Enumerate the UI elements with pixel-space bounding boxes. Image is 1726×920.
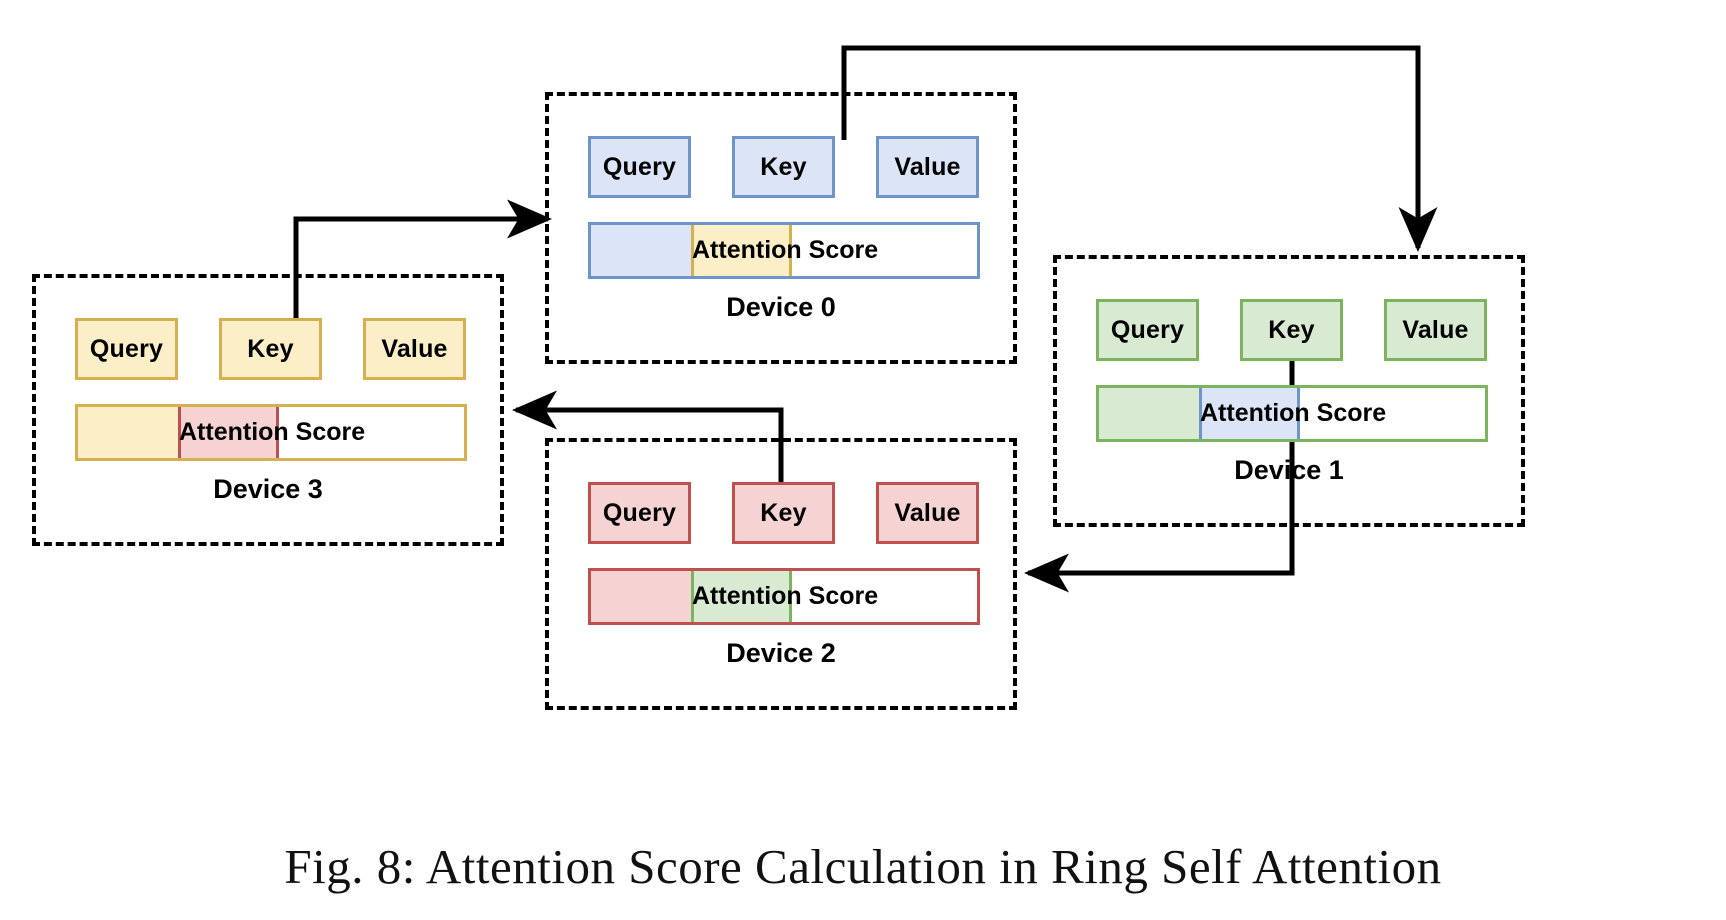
device3-label: Device 3 <box>213 474 323 504</box>
device1-query-box[interactable]: Query <box>1096 299 1199 361</box>
device3-attention-bar[interactable]: Attention Score <box>75 404 467 461</box>
device2-label: Device 2 <box>726 638 836 668</box>
device3-attention-segment-own <box>78 407 179 458</box>
device1-qkv-row: Query Key Value <box>1096 299 1488 361</box>
device0-qkv-row: Query Key Value <box>588 136 980 198</box>
device-panel-device1[interactable]: Query Key Value Attention Score Device 1 <box>1053 255 1525 527</box>
device2-value-box[interactable]: Value <box>876 482 979 544</box>
device-panel-device2[interactable]: Query Key Value Attention Score Device 2 <box>545 438 1017 710</box>
device3-attention-segment-incoming <box>178 407 279 458</box>
device1-attention-segment-incoming <box>1199 388 1300 439</box>
device2-attention-segment-empty <box>791 571 977 622</box>
device3-value-box[interactable]: Value <box>363 318 466 380</box>
device2-attention-segment-own <box>591 571 692 622</box>
device0-key-box[interactable]: Key <box>732 136 835 198</box>
device1-attention-bar[interactable]: Attention Score <box>1096 385 1488 442</box>
device1-attention-segment-empty <box>1299 388 1485 439</box>
device0-attention-segment-own <box>591 225 692 276</box>
device1-key-box[interactable]: Key <box>1240 299 1343 361</box>
device-panel-device3[interactable]: Query Key Value Attention Score Device 3 <box>32 274 504 546</box>
figure-caption: Fig. 8: Attention Score Calculation in R… <box>284 839 1442 894</box>
device3-query-box[interactable]: Query <box>75 318 178 380</box>
device2-qkv-row: Query Key Value <box>588 482 980 544</box>
device0-query-box[interactable]: Query <box>588 136 691 198</box>
device2-key-box[interactable]: Key <box>732 482 835 544</box>
device3-key-box[interactable]: Key <box>219 318 322 380</box>
device2-attention-bar[interactable]: Attention Score <box>588 568 980 625</box>
device1-value-box[interactable]: Value <box>1384 299 1487 361</box>
device0-attention-segment-incoming <box>691 225 792 276</box>
device0-label: Device 0 <box>726 292 836 322</box>
device2-query-box[interactable]: Query <box>588 482 691 544</box>
device3-attention-segment-empty <box>278 407 464 458</box>
device1-attention-segment-own <box>1099 388 1200 439</box>
device0-attention-segment-empty <box>791 225 977 276</box>
device0-value-box[interactable]: Value <box>876 136 979 198</box>
device1-label: Device 1 <box>1234 455 1344 485</box>
device3-qkv-row: Query Key Value <box>75 318 467 380</box>
device-panel-device0[interactable]: Query Key Value Attention Score Device 0 <box>545 92 1017 364</box>
device2-attention-segment-incoming <box>691 571 792 622</box>
device0-attention-bar[interactable]: Attention Score <box>588 222 980 279</box>
